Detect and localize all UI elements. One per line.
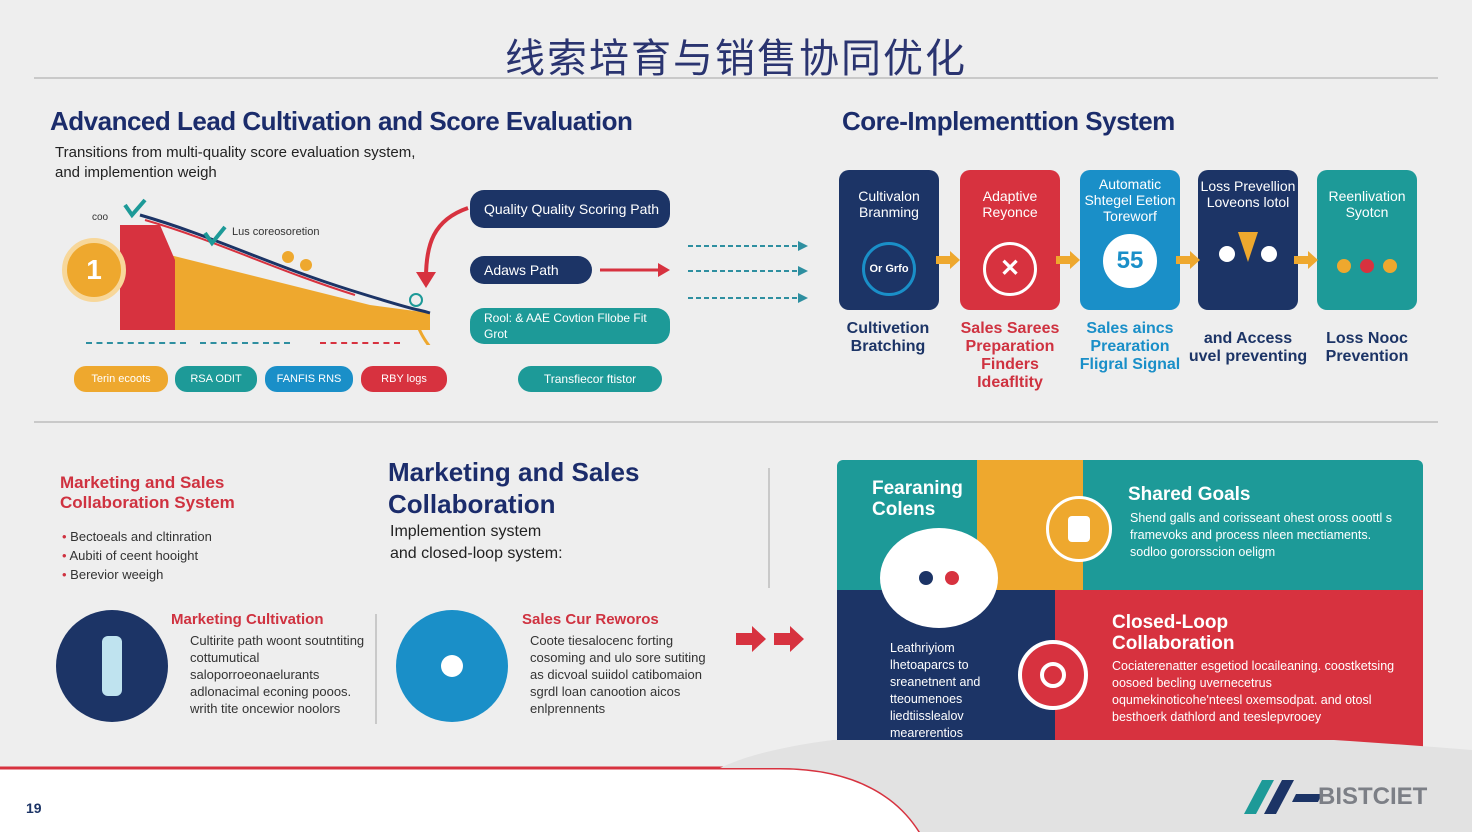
brand-logo: BISTCIET	[1244, 780, 1427, 814]
collab-system-heading: Marketing and Sales Collaboration System	[60, 473, 235, 512]
card-reactivation-system[interactable]: Reenlivation Syotcn	[1317, 170, 1417, 310]
collab-main-heading: Marketing and Sales Collaboration	[388, 457, 640, 519]
bullet-item: • Bectoeals and cltinration	[62, 529, 212, 544]
card-icon-text: Or Grfo	[869, 263, 909, 275]
lead-cultivation-subtitle-1: Transitions from multi-quality score eva…	[55, 144, 416, 161]
card-label-loss-prevention: Loss Nooc Prevention	[1325, 330, 1409, 365]
sales-rewards-text: Coote tiesalocenc forting cosoming and u…	[530, 633, 706, 716]
vertical-divider	[768, 468, 770, 588]
lead-funnel-graphic	[120, 198, 431, 345]
card-connector-arrows	[936, 251, 1318, 269]
target-icon	[409, 293, 423, 307]
lead-cultivation-subtitle-2: and implemention weigh	[55, 164, 217, 181]
closed-loop-text: Cociaterenatter esgetiod locaileaning. c…	[1112, 659, 1395, 724]
timeline-arrow-1	[86, 342, 186, 344]
funnel-orange-area	[120, 225, 430, 330]
card-icon-text: ✕	[999, 255, 1021, 282]
footer-swoosh	[0, 740, 1472, 832]
chip-terin-ecoots[interactable]: Terin ecoots	[74, 366, 168, 392]
branching-icon: Or Grfo	[862, 242, 916, 296]
card-loss-prevention[interactable]: Loss Prevellion Loveons lotol	[1198, 170, 1298, 310]
mid-divider	[375, 614, 377, 724]
team-illustration	[880, 528, 998, 628]
shared-goals-icon	[1046, 496, 1112, 562]
core-implementation-heading: Core-Implementtion System	[842, 106, 1175, 136]
section-divider	[34, 421, 1438, 423]
score-55-icon: 55	[1103, 234, 1157, 288]
marketing-illustration	[56, 610, 168, 722]
collab-main-sub-1: Implemention system	[390, 523, 542, 540]
double-arrow-icon	[736, 626, 804, 652]
bullet-item: • Berevior weeigh	[62, 567, 164, 582]
coin-icon	[282, 251, 294, 263]
brand-logo-icon	[1244, 780, 1322, 814]
card-cultivation-branching[interactable]: Cultivalon Branming Or Grfo	[839, 170, 939, 310]
rool-covtion-pill[interactable]: Rool: & AAE Covtion Fllobe Fit Grot	[470, 308, 670, 344]
chip-fanfis-rns[interactable]: FANFIS RNS	[265, 366, 353, 392]
card-adaptive-response[interactable]: Adaptive Reyonce ✕	[960, 170, 1060, 310]
funnel-trend-line-red	[144, 219, 356, 296]
closed-loop-title: Closed-Loop Collaboration	[1112, 612, 1235, 654]
quality-scoring-path-pill[interactable]: Quality Quality Scoring Path	[470, 190, 670, 228]
sales-rewards-title: Sales Cur Reworos	[522, 611, 659, 628]
chip-rby-logs[interactable]: RBY logs	[361, 366, 447, 392]
funnel-trend-line	[139, 213, 431, 315]
group-icon	[1332, 244, 1402, 288]
collab-bullets: • Bectoeals and cltinration • Aubiti of …	[62, 527, 212, 584]
card-title: Automatic Shtegel Eetion Toreworf	[1084, 176, 1176, 224]
title-divider	[34, 77, 1438, 79]
flow-arrows	[688, 241, 808, 303]
timeline-arrow-2	[200, 342, 290, 344]
card-title: Loss Prevellion Loveons lotol	[1200, 178, 1296, 210]
lead-cultivation-heading: Advanced Lead Cultivation and Score Eval…	[50, 106, 633, 136]
adaptive-path-pill[interactable]: Adaws Path	[470, 256, 592, 284]
timeline-arrow-3	[320, 342, 400, 344]
coin-icon-2	[300, 259, 312, 271]
shared-goals-text: Shend galls and corisseant ohest oross o…	[1130, 511, 1392, 559]
transition-factor-pill[interactable]: Transfiecor ftistor	[518, 366, 662, 392]
sales-illustration	[396, 610, 508, 722]
adaptive-path-arrow	[600, 263, 670, 277]
people-icon	[1218, 222, 1278, 262]
card-title: Reenlivation Syotcn	[1328, 188, 1406, 220]
curved-arrow	[416, 206, 469, 288]
chip-rsa-odit[interactable]: RSA ODIT	[175, 366, 257, 392]
card-title: Adaptive Reyonce	[982, 188, 1038, 220]
card-label-access-preventing: and Access uvel preventing	[1188, 330, 1308, 365]
check-icon-2	[203, 225, 227, 247]
card-automatic-strategy[interactable]: Automatic Shtegel Eetion Toreworf 55	[1080, 170, 1180, 310]
quadrant-red	[1055, 590, 1423, 756]
shared-goals-title: Shared Goals	[1128, 484, 1251, 505]
check-icon	[123, 198, 147, 219]
card-icon-text: 55	[1116, 247, 1144, 274]
funnel-red-area	[120, 225, 175, 330]
collab-main-sub-2: and closed-loop system:	[390, 545, 563, 562]
card-label-sales-signal: Sales aincs Prearation Fligral Signal	[1079, 320, 1181, 373]
card-label-cultivation: Cultivetion Bratching	[846, 320, 930, 355]
page-title: 线索培育与销售协同优化	[505, 36, 967, 82]
connector-curve	[413, 314, 431, 345]
page-number: 19	[26, 800, 42, 816]
brand-name: BISTCIET	[1318, 783, 1428, 810]
card-title: Cultivalon Branming	[858, 188, 920, 220]
marketing-cultivation-title: Marketing Cultivation	[171, 611, 324, 628]
chart-side-label: Lus coreosoretion	[232, 226, 320, 238]
learning-text: Leathriyiom lhetoaparcs to sreanetnent a…	[890, 641, 981, 740]
closed-loop-icon	[1018, 640, 1088, 710]
marketing-cultivation-text: Cultirite path woont soutntiting cottumu…	[190, 633, 365, 716]
bullet-item: • Aubiti of ceent hooight	[62, 548, 199, 563]
adaptive-icon: ✕	[983, 242, 1037, 296]
score-badge: 1	[62, 238, 126, 302]
learning-goals-title: Fearaning Colens	[872, 478, 963, 520]
score-badge-number: 1	[86, 254, 102, 285]
chart-top-label: coo	[92, 212, 109, 223]
card-label-sales-preparation: Sales Sarees Preparation Finders Ideaflt…	[960, 320, 1060, 391]
